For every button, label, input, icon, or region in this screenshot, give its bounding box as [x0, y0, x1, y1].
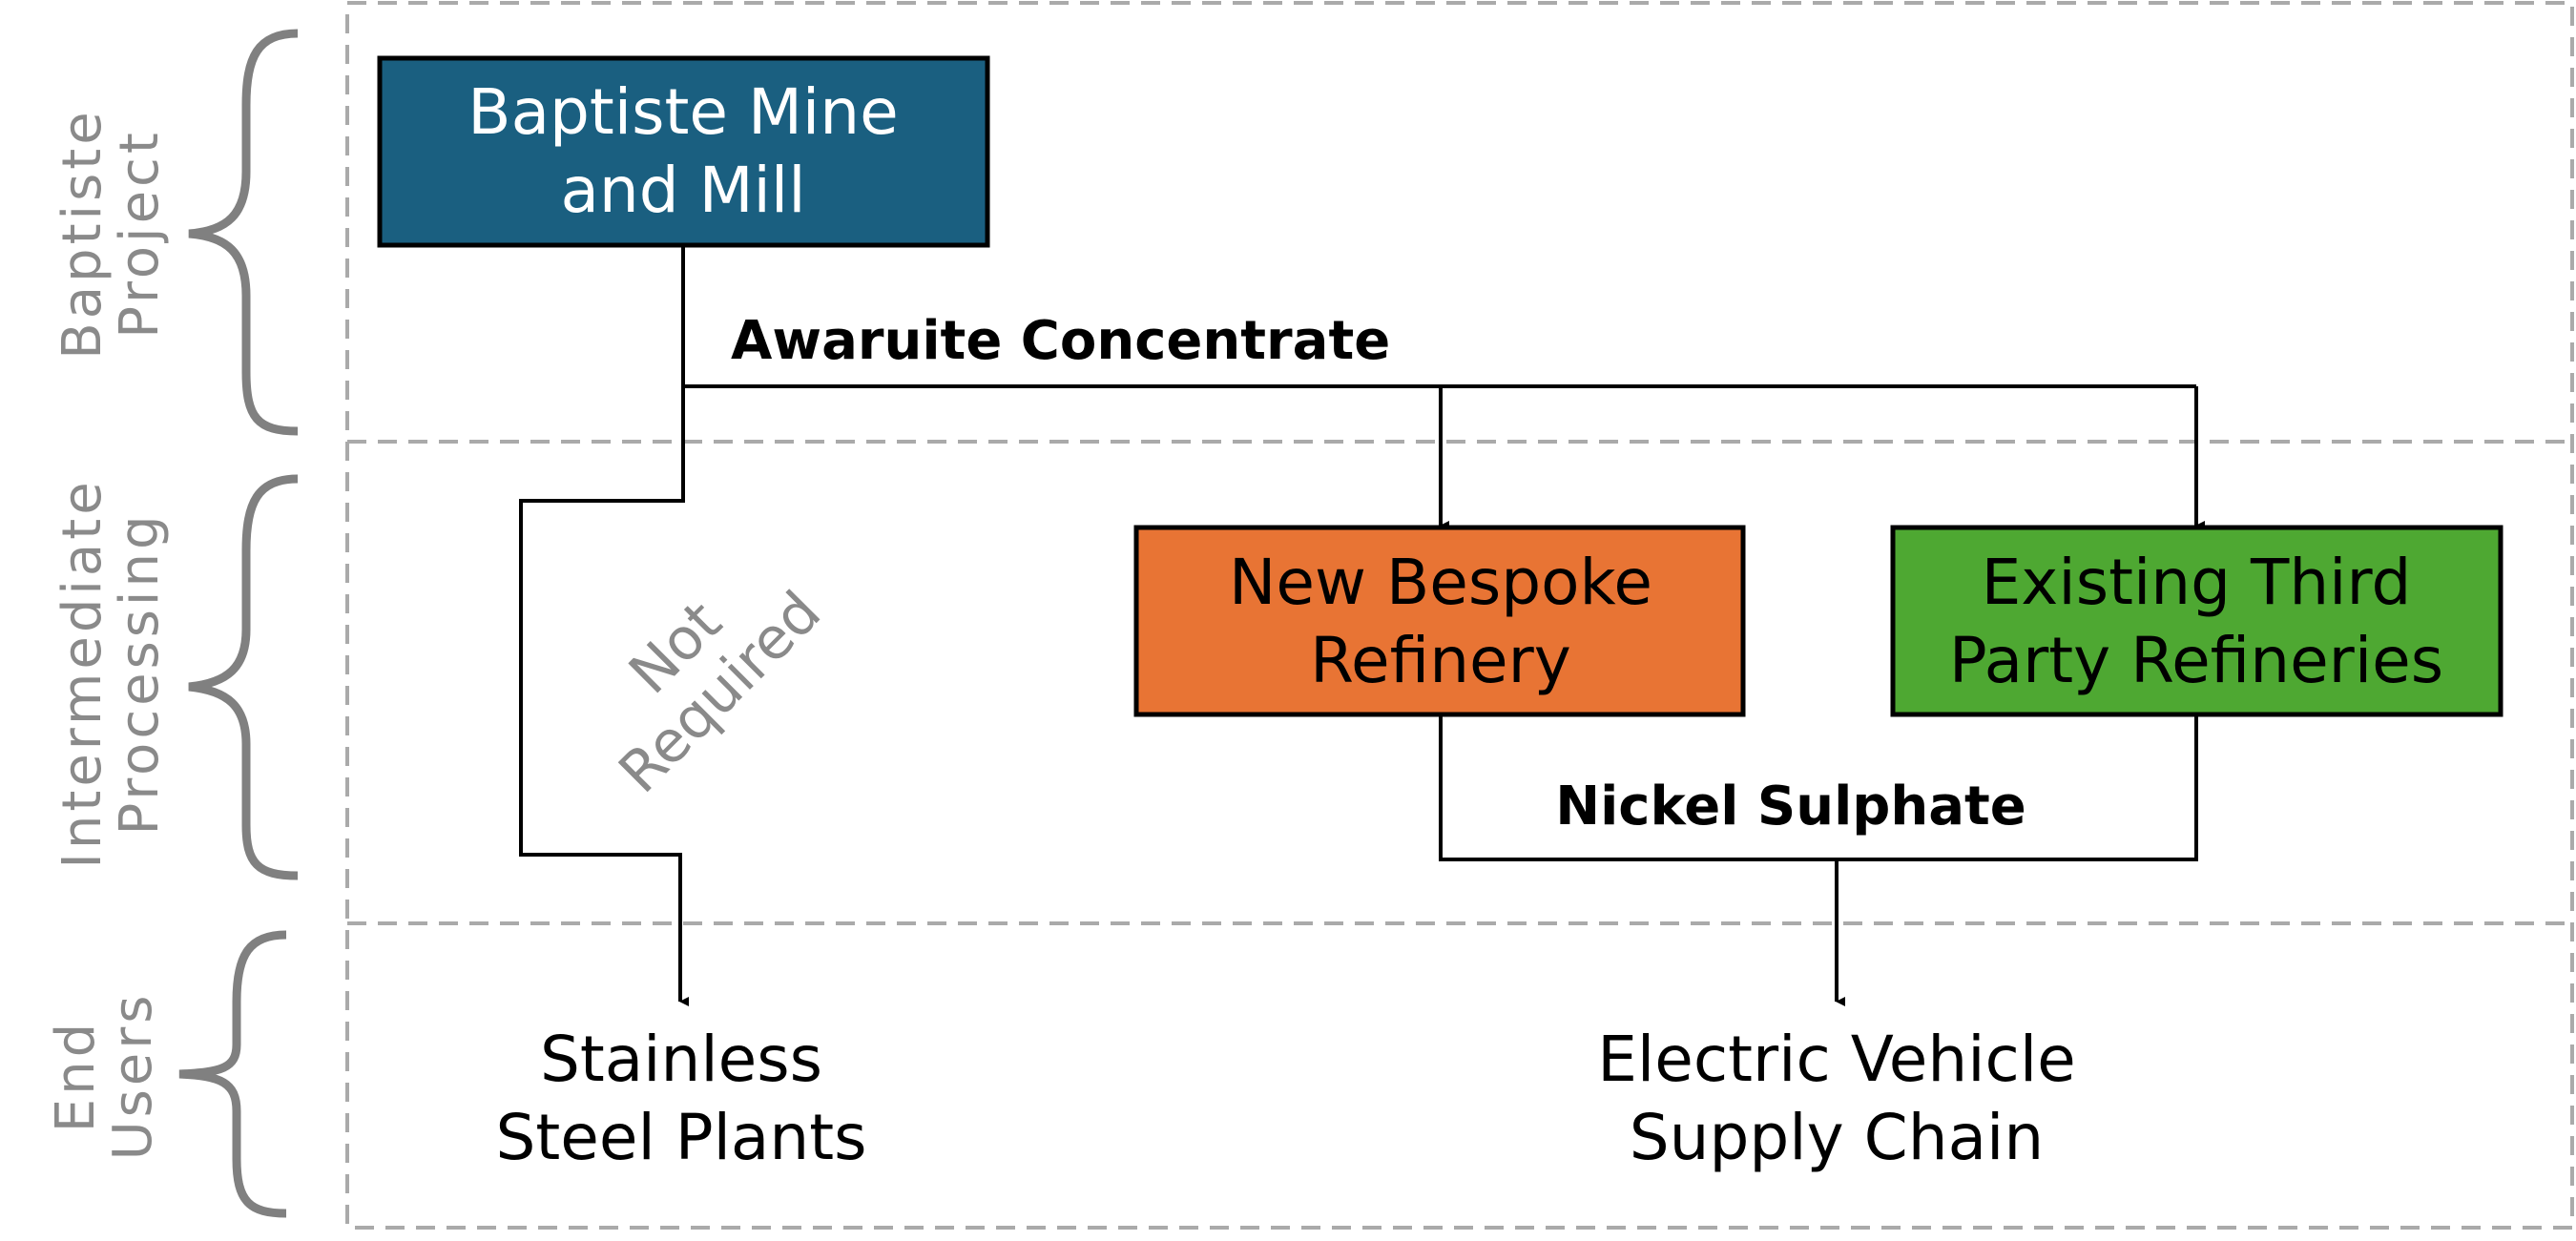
not-required-note: Not Required	[607, 579, 834, 806]
node-box	[377, 55, 990, 248]
section-label-line1: End	[45, 1020, 107, 1132]
connector-mine-trunk	[519, 245, 689, 1006]
end-user-label-line2: Supply Chain	[1630, 1101, 2044, 1174]
section-label-end-users: End Users	[45, 992, 164, 1161]
node-box	[1890, 525, 2503, 717]
node-label-line2: Party Refineries	[1949, 624, 2443, 697]
connector-sulphate-bracket	[1439, 714, 2198, 861]
node-label-line2: and Mill	[560, 154, 805, 227]
flow-label-awaruite-concentrate: Awaruite Concentrate	[731, 310, 1390, 372]
frame-outline	[345, 1, 2574, 1230]
end-user-electric-vehicle-supply-chain[interactable]: Electric Vehicle Supply Chain	[1597, 1023, 2076, 1174]
section-label-line2: Processing	[109, 511, 171, 835]
brace-icon-end-users	[178, 930, 287, 1218]
node-new-bespoke-refinery[interactable]: New Bespoke Refinery	[1133, 525, 1746, 717]
node-label-line2: Refinery	[1310, 624, 1571, 697]
section-label-intermediate-processing: Intermediate Processing	[52, 478, 171, 868]
brace-icon-baptiste-project	[188, 29, 299, 436]
end-user-stainless-steel-plants[interactable]: Stainless Steel Plants	[496, 1023, 867, 1174]
section-label-line2: Users	[102, 992, 164, 1161]
end-user-label-line2: Steel Plants	[496, 1101, 867, 1174]
node-label-line1: Existing Third	[1982, 546, 2412, 619]
flow-label-nickel-sulphate: Nickel Sulphate	[1555, 776, 2026, 838]
section-label-line1: Intermediate	[52, 478, 114, 868]
node-box	[1133, 525, 1746, 717]
section-label-baptiste-project: Baptiste Project	[52, 108, 171, 359]
section-frame	[345, 1, 2574, 1230]
node-label-line1: Baptiste Mine	[467, 75, 898, 149]
not-required-line2: Required	[607, 579, 834, 806]
section-label-line1: Baptiste	[52, 108, 114, 359]
section-label-line2: Project	[109, 129, 171, 339]
node-baptiste-mine-and-mill[interactable]: Baptiste Mine and Mill	[377, 55, 990, 248]
node-label-line1: New Bespoke	[1229, 546, 1652, 619]
end-user-label-line1: Stainless	[540, 1023, 822, 1096]
brace-icon-intermediate-processing	[188, 474, 299, 880]
end-user-label-line1: Electric Vehicle	[1597, 1023, 2076, 1096]
node-existing-third-party-refineries[interactable]: Existing Third Party Refineries	[1890, 525, 2503, 717]
